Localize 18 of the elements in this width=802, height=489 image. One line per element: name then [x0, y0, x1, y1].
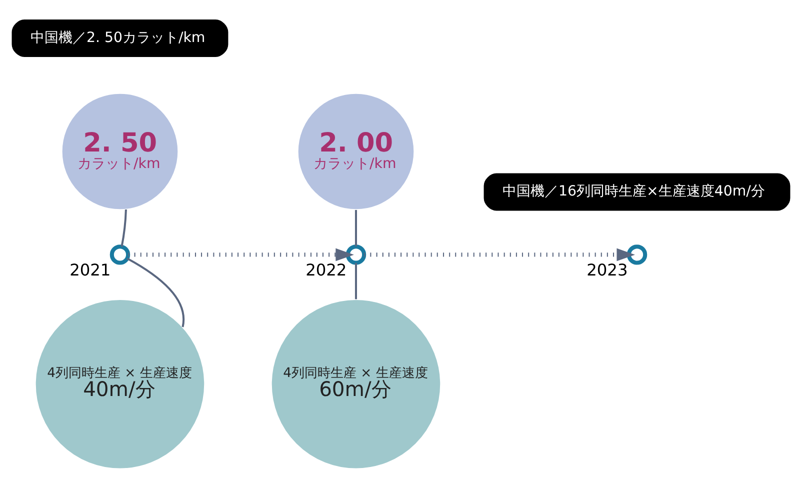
node-circle: 2. 00 カラット/km: [297, 92, 415, 210]
node-label: 2021: [70, 260, 111, 280]
node-circle: 4列同時生産 × 生産速度 40m/分: [34, 299, 206, 470]
node-label: 2023: [586, 260, 628, 280]
arrow: [128, 248, 354, 262]
node-box: 中国機／16列同時生産×生産速度40m/分: [484, 173, 790, 211]
connector: [354, 263, 357, 300]
connector: [126, 258, 185, 328]
connector: [120, 209, 127, 247]
node-box: 中国機／2. 50カラット/km: [12, 20, 228, 57]
node-circle: [346, 244, 366, 265]
connector: [354, 210, 357, 246]
node-circle: 4列同時生産 × 生産速度 60m/分: [270, 299, 442, 470]
node-circle: 2. 50 カラット/km: [61, 92, 179, 210]
node-circle: [626, 244, 648, 265]
node-circle: [110, 244, 130, 265]
node-label: 2022: [306, 260, 347, 280]
arrow: [364, 248, 635, 262]
